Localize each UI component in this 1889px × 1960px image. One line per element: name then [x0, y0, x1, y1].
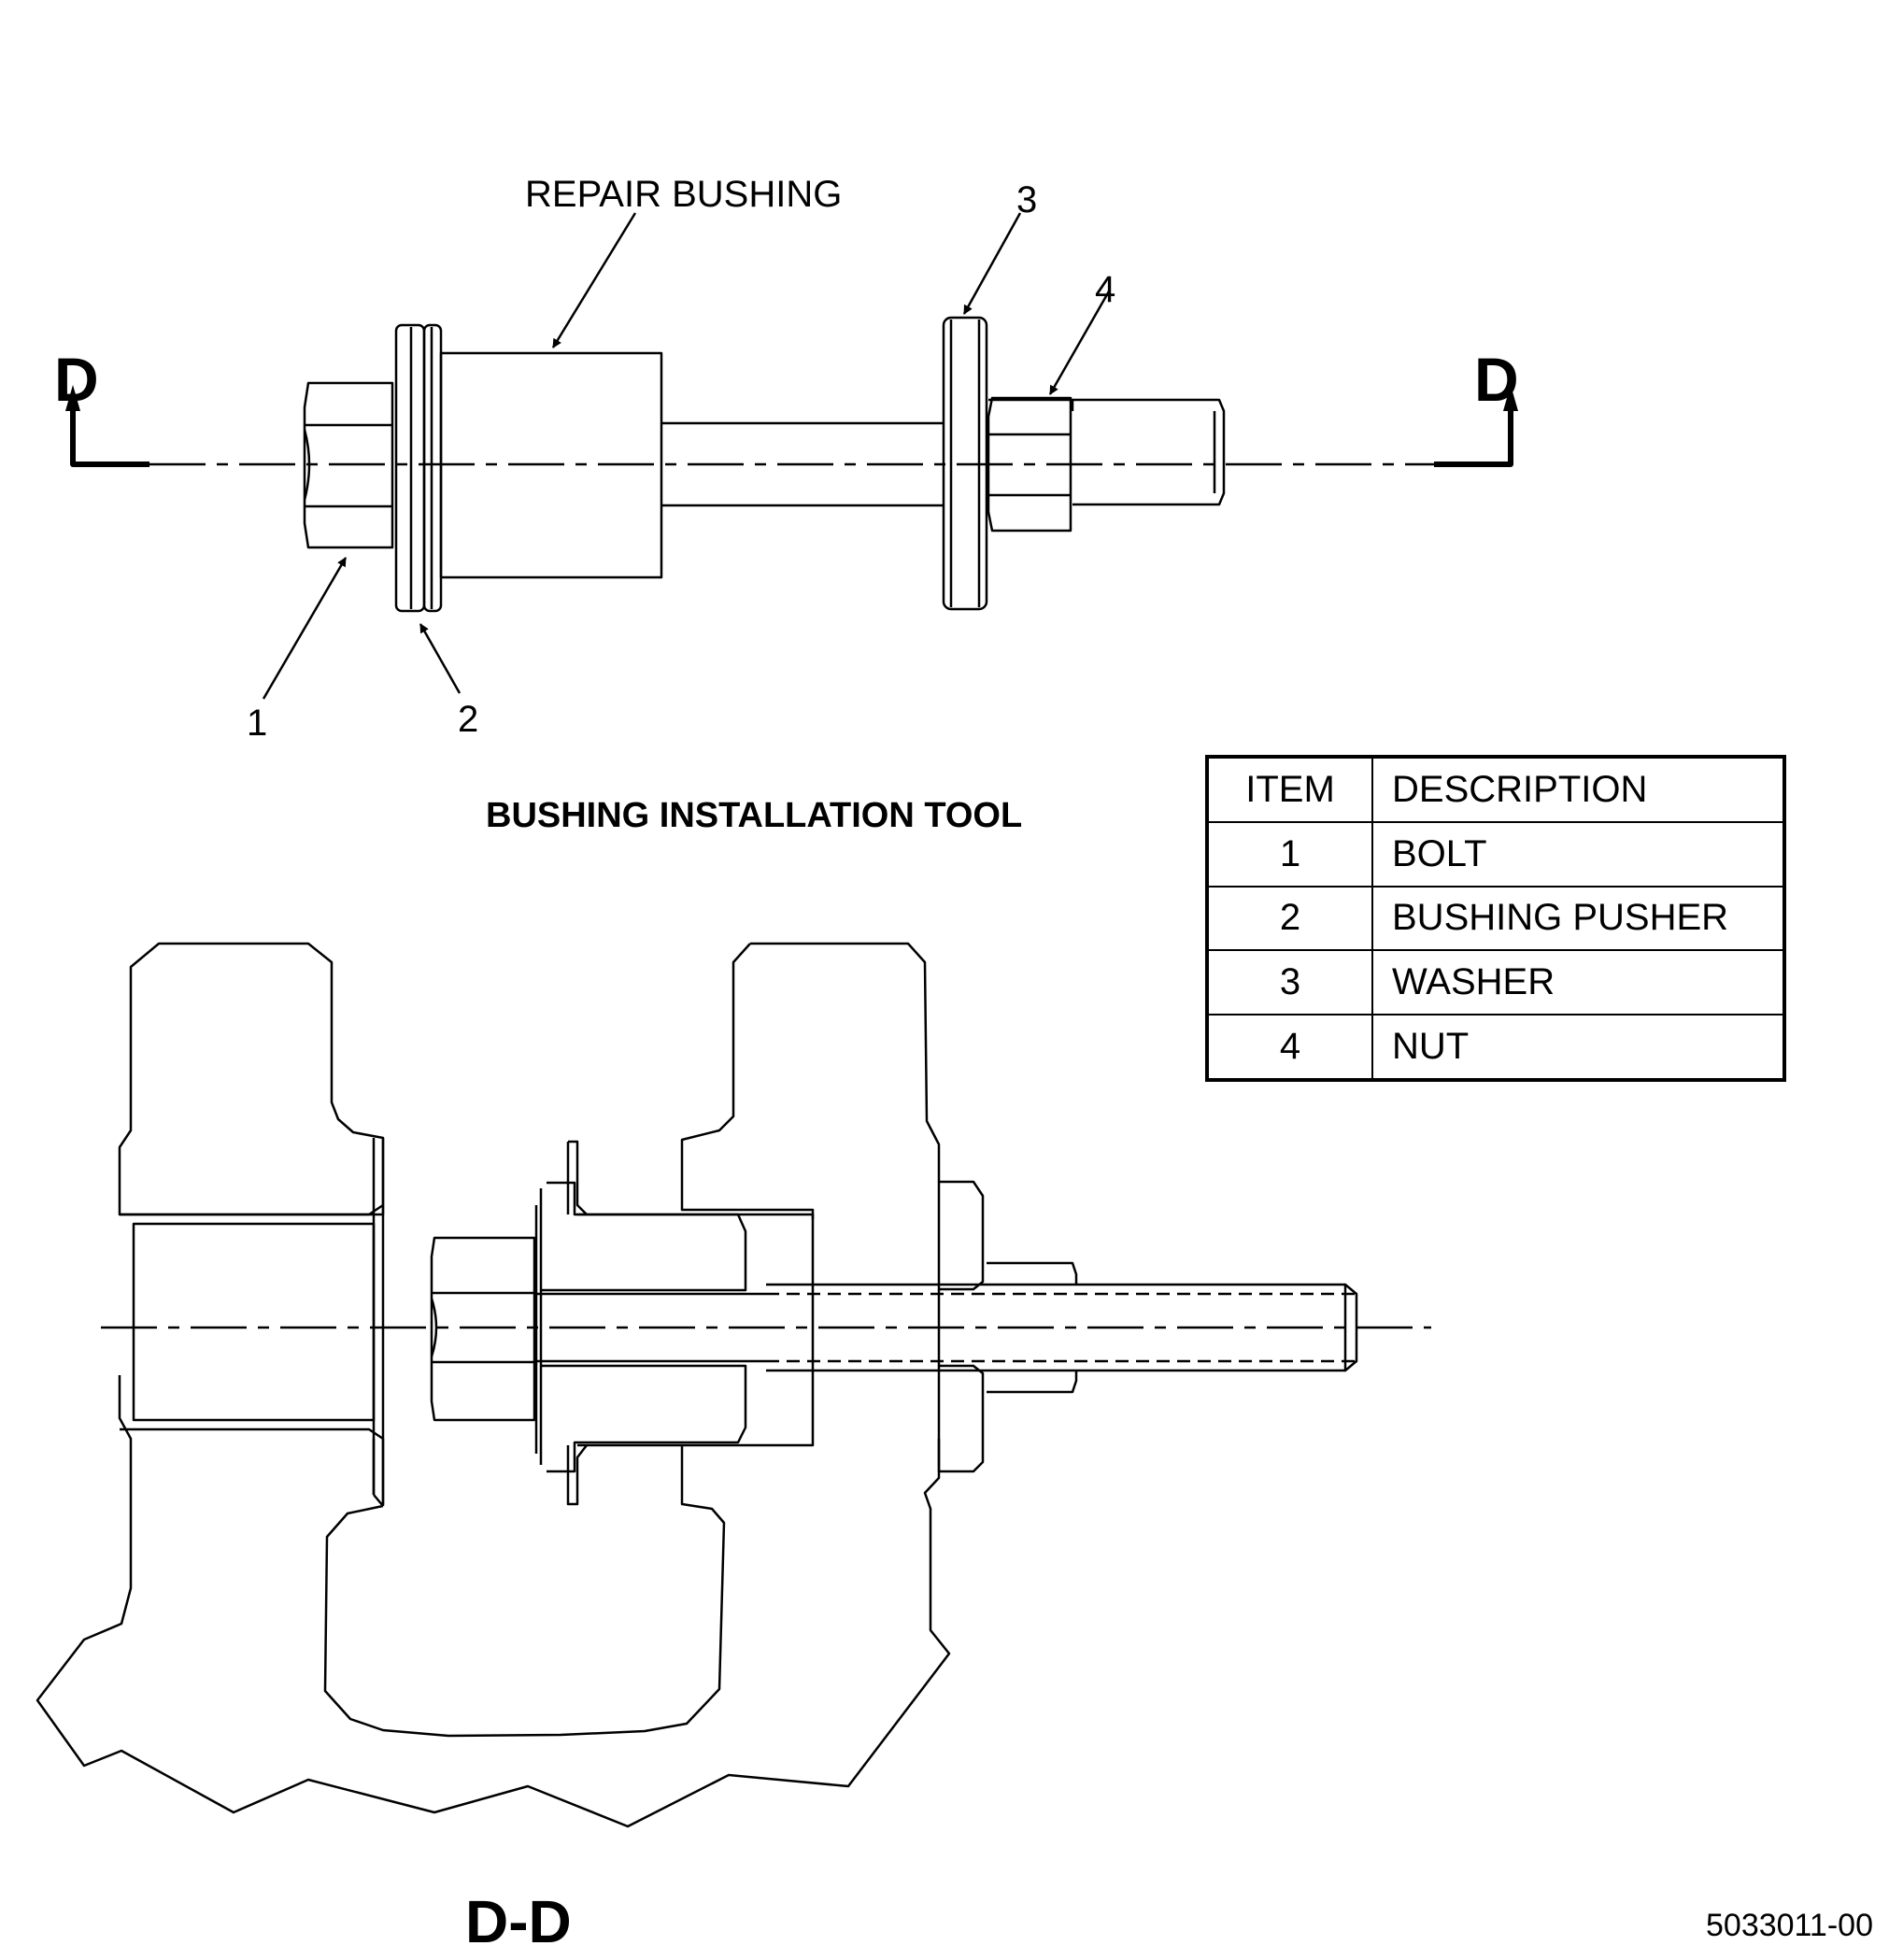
section-mark-left: D	[54, 345, 99, 414]
section-mark-right: D	[1474, 345, 1519, 414]
row-item: 2	[1206, 885, 1373, 952]
table-row: 2 BUSHING PUSHER	[1206, 885, 1785, 952]
right-lug	[750, 942, 941, 1182]
nut	[987, 396, 1072, 533]
row-description: WASHER	[1371, 949, 1785, 1016]
leader-repair-bushing	[551, 212, 637, 348]
drawing-number: 5033011-00	[1706, 1908, 1873, 1943]
header-item: ITEM	[1206, 756, 1373, 823]
table-row: 1 BOLT	[1206, 820, 1785, 888]
bolt-head	[303, 381, 394, 549]
parts-list-table: ITEM DESCRIPTION 1 BOLT 2 BUSHING PUSHER…	[1205, 755, 1786, 1082]
callout-2: 2	[458, 699, 479, 740]
callout-4: 4	[1095, 269, 1116, 310]
tool-title: BUSHING INSTALLATION TOOL	[486, 796, 1023, 835]
row-description: BUSHING PUSHER	[1371, 885, 1785, 952]
callout-1: 1	[247, 703, 268, 744]
left-lug	[118, 942, 385, 1216]
section-threaded-rod	[534, 1283, 1358, 1372]
row-description: NUT	[1371, 1014, 1785, 1081]
table-row: 3 WASHER	[1206, 949, 1785, 1016]
header-description: DESCRIPTION	[1371, 756, 1785, 823]
leader-4	[1048, 289, 1112, 395]
row-description: BOLT	[1371, 820, 1785, 888]
repair-bushing	[439, 351, 663, 579]
leader-1	[262, 557, 348, 700]
repair-bushing-label: REPAIR BUSHING	[525, 174, 843, 215]
row-item: 1	[1206, 820, 1373, 888]
leader-2	[419, 623, 462, 694]
table-row: 4 NUT	[1206, 1014, 1785, 1081]
section-repair-bushing	[566, 1140, 815, 1506]
callout-3: 3	[1016, 179, 1038, 220]
section-bolt-head	[430, 1236, 536, 1422]
section-title: D-D	[465, 1888, 572, 1955]
bushing-pusher	[394, 323, 443, 613]
section-view	[36, 942, 1431, 1828]
table-header-row: ITEM DESCRIPTION	[1206, 756, 1785, 823]
section-nut	[987, 1261, 1078, 1394]
section-arrow-left	[70, 402, 149, 467]
tool-assembly-view	[65, 212, 1518, 700]
leader-3	[962, 212, 1022, 315]
washer	[942, 316, 988, 611]
row-item: 4	[1206, 1014, 1373, 1081]
threaded-rod	[661, 398, 1226, 507]
row-item: 3	[1206, 949, 1373, 1016]
section-arrow-right	[1434, 402, 1513, 467]
